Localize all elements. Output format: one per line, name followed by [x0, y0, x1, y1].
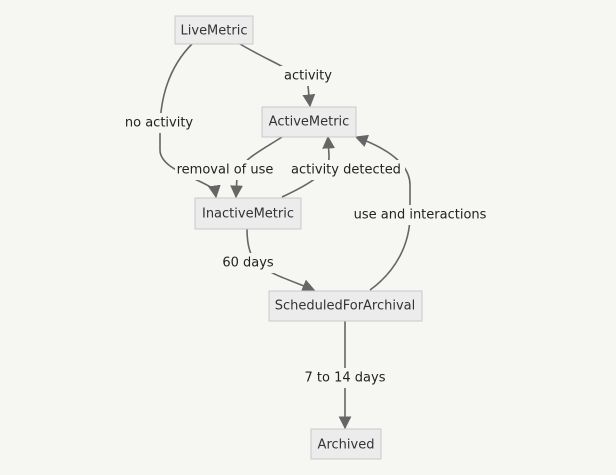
node-inactive-metric-label: InactiveMetric [202, 207, 294, 222]
svg-text:activity: activity [284, 69, 332, 84]
label-removal-of-use: removal of use [175, 160, 275, 180]
label-60-days: 60 days [219, 253, 277, 273]
node-active-metric[interactable]: ActiveMetric [261, 106, 357, 138]
node-scheduled-for-archival-label: ScheduledForArchival [275, 299, 416, 314]
label-7-to-14-days: 7 to 14 days [300, 368, 390, 388]
node-scheduled-for-archival[interactable]: ScheduledForArchival [268, 290, 423, 322]
svg-text:use and interactions: use and interactions [354, 208, 487, 223]
node-live-metric[interactable]: LiveMetric [174, 15, 254, 45]
svg-text:60 days: 60 days [222, 256, 274, 271]
node-live-metric-label: LiveMetric [181, 24, 248, 39]
label-use-and-interactions: use and interactions [350, 205, 490, 225]
svg-text:removal of use: removal of use [177, 163, 274, 178]
node-inactive-metric[interactable]: InactiveMetric [194, 197, 302, 230]
node-archived[interactable]: Archived [310, 428, 382, 460]
svg-text:7 to 14 days: 7 to 14 days [305, 371, 386, 386]
label-activity-detected: activity detected [287, 160, 405, 180]
svg-text:no activity: no activity [125, 116, 194, 131]
edge-live-to-inactive [159, 43, 221, 199]
edge-scheduled-to-active [354, 134, 411, 291]
svg-text:activity detected: activity detected [291, 163, 401, 178]
label-no-activity: no activity [121, 113, 197, 133]
node-active-metric-label: ActiveMetric [269, 115, 350, 130]
label-activity: activity [280, 66, 336, 86]
node-archived-label: Archived [318, 438, 375, 453]
